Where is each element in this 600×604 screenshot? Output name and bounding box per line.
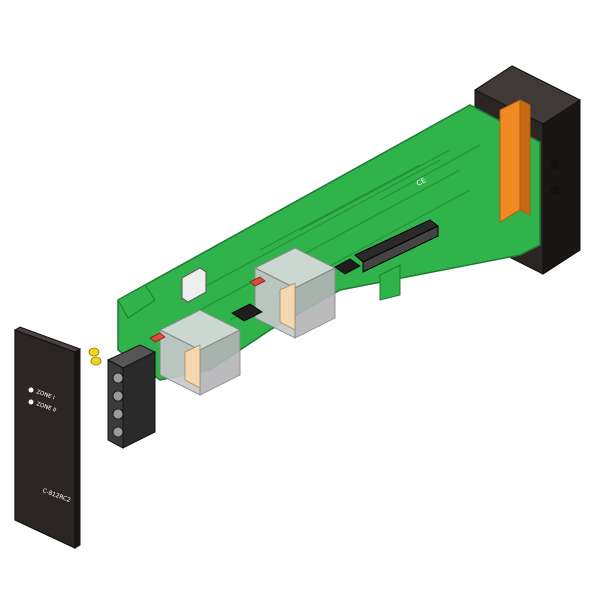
jumper xyxy=(249,276,266,287)
screw-icon xyxy=(550,160,560,170)
screw-icon xyxy=(550,185,560,195)
relay-1 xyxy=(158,309,242,396)
ic-chip xyxy=(334,258,361,275)
indicator-hole-icon xyxy=(28,399,34,405)
header-connector xyxy=(354,219,439,273)
front-panel: ZONE I ZONE II C-812RC2 xyxy=(13,326,82,549)
orange-connector xyxy=(499,99,531,223)
ce-mark: CE xyxy=(415,176,427,187)
jumper xyxy=(149,332,166,343)
terminal-screw-icon xyxy=(112,372,124,384)
relay-2 xyxy=(253,247,337,339)
indicator-hole-icon xyxy=(28,387,34,393)
terminal-screw-icon xyxy=(112,408,124,420)
ic-chip xyxy=(231,303,263,322)
white-connector xyxy=(181,267,207,303)
terminal-block xyxy=(106,344,157,449)
edge-connector xyxy=(379,264,401,301)
led-icon xyxy=(90,356,102,366)
led-icon xyxy=(88,347,100,357)
terminal-screw-icon xyxy=(112,426,124,438)
terminal-screw-icon xyxy=(112,390,124,402)
